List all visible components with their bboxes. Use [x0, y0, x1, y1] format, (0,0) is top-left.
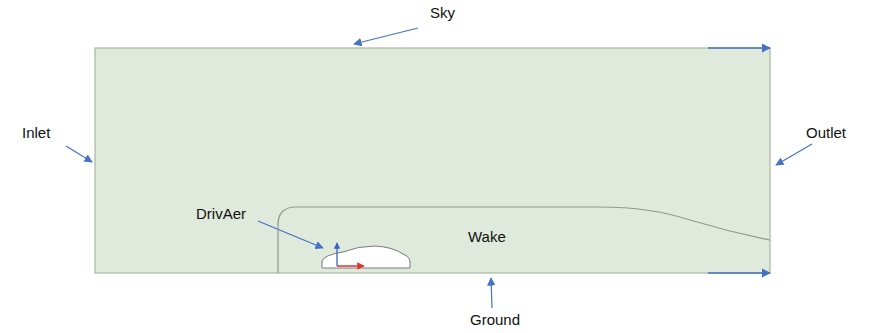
leader-arrow — [66, 146, 92, 162]
wake-region: Wake — [278, 207, 770, 273]
wake-boundary — [278, 207, 770, 273]
boundary-label: DrivAer — [196, 205, 246, 223]
flow-arrow — [708, 272, 770, 273]
x-axis — [337, 265, 364, 267]
z-axis — [336, 243, 337, 266]
leader-arrow — [491, 278, 492, 308]
boundary-label: Outlet — [806, 124, 846, 142]
boundary-label: Ground — [470, 311, 520, 329]
flow-arrow — [708, 47, 770, 48]
region-label: Wake — [468, 228, 506, 246]
domain-box — [95, 48, 770, 273]
leader-arrow — [258, 221, 323, 248]
car-silhouette — [322, 246, 410, 268]
wake-outline — [278, 207, 770, 273]
leader-arrow — [354, 28, 418, 44]
leader-arrow — [776, 144, 812, 165]
boundary-label: Sky — [430, 4, 455, 22]
boundary-label: Inlet — [22, 124, 50, 142]
